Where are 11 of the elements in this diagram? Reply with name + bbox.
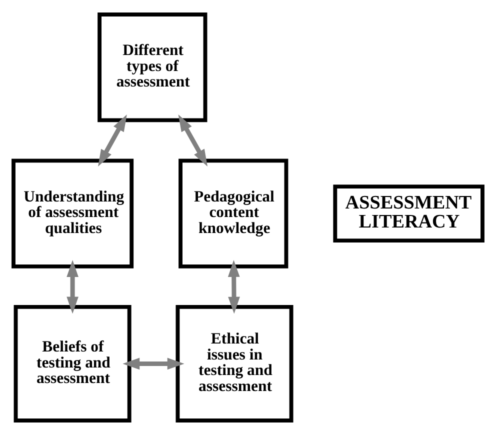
node-box: Understanding of assessment qualities xyxy=(11,158,134,268)
arrow xyxy=(122,357,184,370)
node-box: Different types of assessment xyxy=(97,12,207,122)
node-box: ASSESSMENT LITERACY xyxy=(332,184,484,242)
node-box: Ethical issues in testing and assessment xyxy=(175,304,293,422)
arrow xyxy=(227,260,240,314)
arrow xyxy=(66,260,78,314)
arrow xyxy=(98,114,126,166)
node-box: Pedagogical content knowledge xyxy=(178,158,288,268)
node-box: Beliefs of testing and assessment xyxy=(13,304,131,422)
arrow xyxy=(178,114,208,166)
